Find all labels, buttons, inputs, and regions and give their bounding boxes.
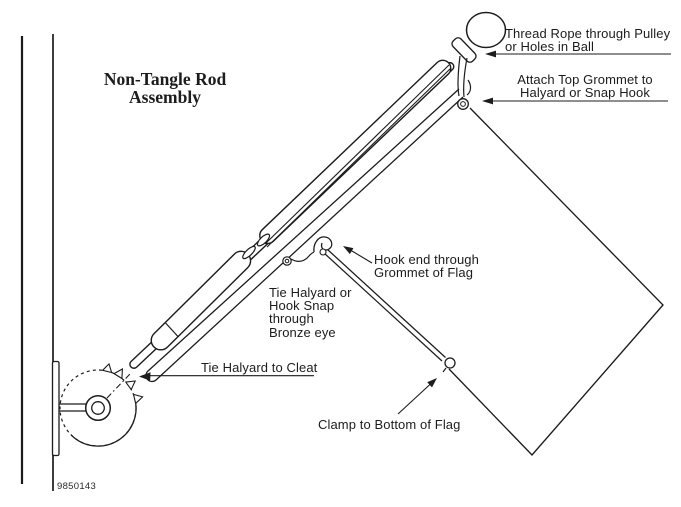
- label-bronze-eye: Tie Halyard or Hook Snap through Bronze …: [269, 285, 352, 340]
- flag-clamp: [443, 358, 455, 372]
- arrow-hook-end: [343, 246, 372, 263]
- bronze-eye-and-hook: [283, 237, 332, 265]
- wall-bracket: [53, 362, 60, 456]
- collar: [450, 36, 477, 64]
- arrow-tie-cleat: [139, 372, 314, 381]
- cleat-assembly: [53, 362, 143, 456]
- label-attach-grommet: Attach Top Grommet to Halyard or Snap Ho…: [517, 72, 653, 101]
- snap-hook-ring: [458, 99, 469, 110]
- arrow-thread-rope: [485, 50, 671, 58]
- rod-sleeve-lower: [147, 245, 257, 354]
- callout-arrows: [139, 50, 671, 414]
- rod-sleeve-upper: [256, 57, 454, 248]
- label-hook-end: Hook end through Grommet of Flag: [374, 252, 479, 281]
- arrow-attach-grommet: [482, 97, 668, 105]
- cleat-teeth: [103, 364, 143, 404]
- ball: [467, 13, 506, 48]
- flag-drop-line: [324, 250, 446, 362]
- ball-and-pulley: [450, 13, 505, 110]
- part-number: 9850143: [57, 481, 97, 492]
- diagram-title: Non-Tangle Rod Assembly: [103, 69, 227, 107]
- label-thread-rope: Thread Rope through Pulley or Holes in B…: [505, 26, 671, 55]
- arrow-clamp: [398, 378, 437, 414]
- bronze-eye: [283, 257, 291, 265]
- wall: [22, 34, 53, 491]
- label-clamp: Clamp to Bottom of Flag: [318, 417, 461, 432]
- label-tie-cleat: Tie Halyard to Cleat: [201, 360, 318, 375]
- flag-outline: [449, 108, 663, 455]
